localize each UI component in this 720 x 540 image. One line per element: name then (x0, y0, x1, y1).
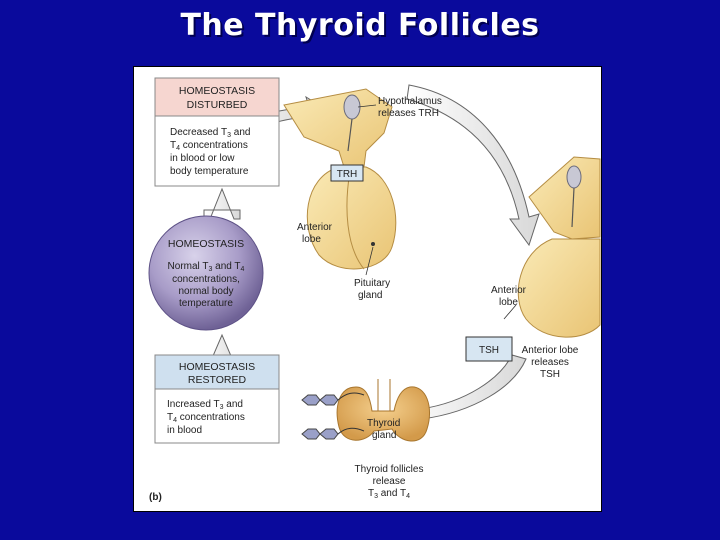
pituitary-illustration-left (283, 88, 397, 270)
figure-panel: HOMEOSTASIS DISTURBED Decreased T3 and T… (133, 66, 602, 512)
tsh-release-line2: releases (531, 357, 569, 368)
tsh-release-line1: Anterior lobe (522, 345, 579, 356)
pituitary-illustration-right (517, 156, 601, 338)
pituitary-label-line1: Pituitary (354, 278, 390, 289)
trh-label: TRH (337, 169, 358, 180)
panel-letter: (b) (149, 492, 162, 503)
tsh-label-box (465, 336, 513, 362)
follicles-line3: T3 and T4 (368, 488, 410, 500)
hypothalamus-label-line1: Hypothalamus (378, 96, 442, 107)
homeostasis-sphere: HOMEOSTASIS Normal T3 and T4 concentrati… (148, 215, 264, 331)
arrow-hypothalamus-to-pituitary (406, 84, 540, 247)
follicles-line2: release (373, 476, 406, 487)
homeostasis-heading: HOMEOSTASIS (168, 238, 244, 250)
anterior-lobe-left-line1: Anterior (297, 222, 333, 233)
t3-molecules-top (301, 392, 365, 406)
restored-body-line1: Increased T3 and (167, 399, 243, 411)
anterior-lobe-right-line2: lobe (499, 297, 518, 308)
pituitary-label-line2: gland (358, 290, 382, 301)
disturbed-body-line1: Decreased T3 and (170, 127, 250, 139)
disturbed-body-line4: body temperature (170, 166, 249, 177)
anterior-lobe-left-line2: lobe (302, 234, 321, 245)
thyroid-label-line1: Thyroid (367, 418, 400, 429)
slide-title: The Thyroid Follicles (180, 8, 540, 43)
anterior-lobe-right-line1: Anterior (491, 285, 527, 296)
feedback-diagram: HOMEOSTASIS DISTURBED Decreased T3 and T… (148, 77, 601, 503)
disturbed-body-line2: T4 concentrations (170, 140, 248, 152)
trh-label-box (330, 164, 364, 182)
restored-heading: HOMEOSTASIS (179, 361, 255, 373)
hypothalamus-label-line2: releases TRH (378, 108, 439, 119)
restored-body-line2: T4 concentrations (167, 412, 245, 424)
thyroid-label-line2: gland (372, 430, 396, 441)
restored-subheading: RESTORED (188, 374, 247, 386)
homeostasis-line4: temperature (179, 298, 233, 309)
tsh-release-line3: TSH (540, 369, 560, 380)
restored-body-line3: in blood (167, 425, 202, 436)
t4-molecules-bottom (301, 427, 365, 440)
disturbed-box: HOMEOSTASIS DISTURBED Decreased T3 and T… (154, 77, 280, 187)
thyroid-illustration (336, 379, 431, 442)
disturbed-body-line3: in blood or low (170, 153, 235, 164)
follicles-line1: Thyroid follicles (355, 464, 424, 475)
homeostasis-line2: concentrations, (172, 274, 240, 285)
homeostasis-line3: normal body (178, 286, 233, 297)
homeostasis-line1: Normal T3 and T4 (168, 261, 245, 273)
disturbed-subheading: DISTURBED (187, 99, 248, 111)
tsh-label: TSH (479, 345, 499, 356)
restored-box: HOMEOSTASIS RESTORED Increased T3 and T4… (154, 354, 280, 444)
arrow-homeostasis-to-disturbed (203, 187, 241, 220)
disturbed-heading: HOMEOSTASIS (179, 85, 255, 97)
